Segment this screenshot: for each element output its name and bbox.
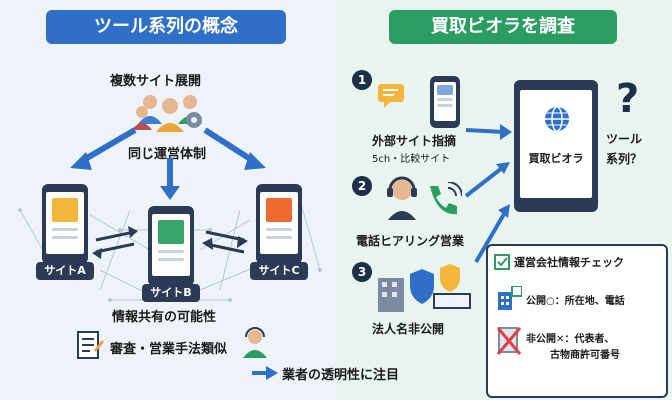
public-building-icon [498,286,522,310]
site-b-phone [148,206,194,286]
step-2-label: 電話ヒアリング営業 [356,234,465,248]
site-c-phone [256,184,302,264]
transparency-text: 業者の透明性に注目 [282,368,400,383]
arrow-right-icon [252,366,278,380]
company-check-panel: 運営会社情報チェック 公開○：所在地、電話 非公開✕：代表者、 古物商許可番号 [486,244,668,398]
right-title: 買取ビオラを調査 [389,10,617,44]
document-icon [77,331,104,359]
main-phone-label: 買取ビオラ [528,152,584,165]
review-similar-text: 審査・営業手法類似 [110,342,228,357]
question-line-2: 系列？ [606,152,643,166]
question-mark: ? [616,76,640,122]
globe-icon [545,106,569,132]
headset-operator-icon [387,176,417,220]
main-phone: 買取ビオラ [514,80,598,212]
people-group-icon [132,95,202,132]
public-info: 公開○：所在地、電話 [526,296,625,307]
right-arrows [464,124,512,264]
phone-call-icon [430,182,462,215]
step-1-number: 1 [352,70,372,90]
site-b-label: サイトB [142,284,200,302]
same-operator-text: 同じ運営体制 [128,147,207,162]
site-c-label: サイトC [250,262,308,280]
step-1-label: 外部サイト指摘 [372,134,457,148]
info-share-text: 情報共有の可能性 [112,310,217,325]
multi-site-text: 複数サイト展開 [110,74,202,89]
private-info-1: 非公開✕：代表者、 [526,334,615,345]
private-info-2: 古物商許可番号 [550,350,620,361]
site-a-phone [42,184,88,264]
building-shield-icon [378,264,471,312]
site-a-label: サイトA [36,262,94,280]
check-title: 運営会社情報チェック [514,256,624,269]
chat-bubbles-icon [378,84,404,108]
step-1-sub: 5ch・比較サイト [372,154,451,165]
private-doc-icon [496,327,522,355]
step-1-phone [430,76,460,128]
step-3-label: 法人名非公開 [372,322,445,336]
headset-person-icon [243,327,267,358]
step-2-number: 2 [352,176,372,196]
step-3-number: 3 [352,262,372,282]
checkbox-icon [494,254,510,270]
question-line-1: ツール [606,132,643,146]
left-title: ツール系列の概念 [46,10,286,44]
